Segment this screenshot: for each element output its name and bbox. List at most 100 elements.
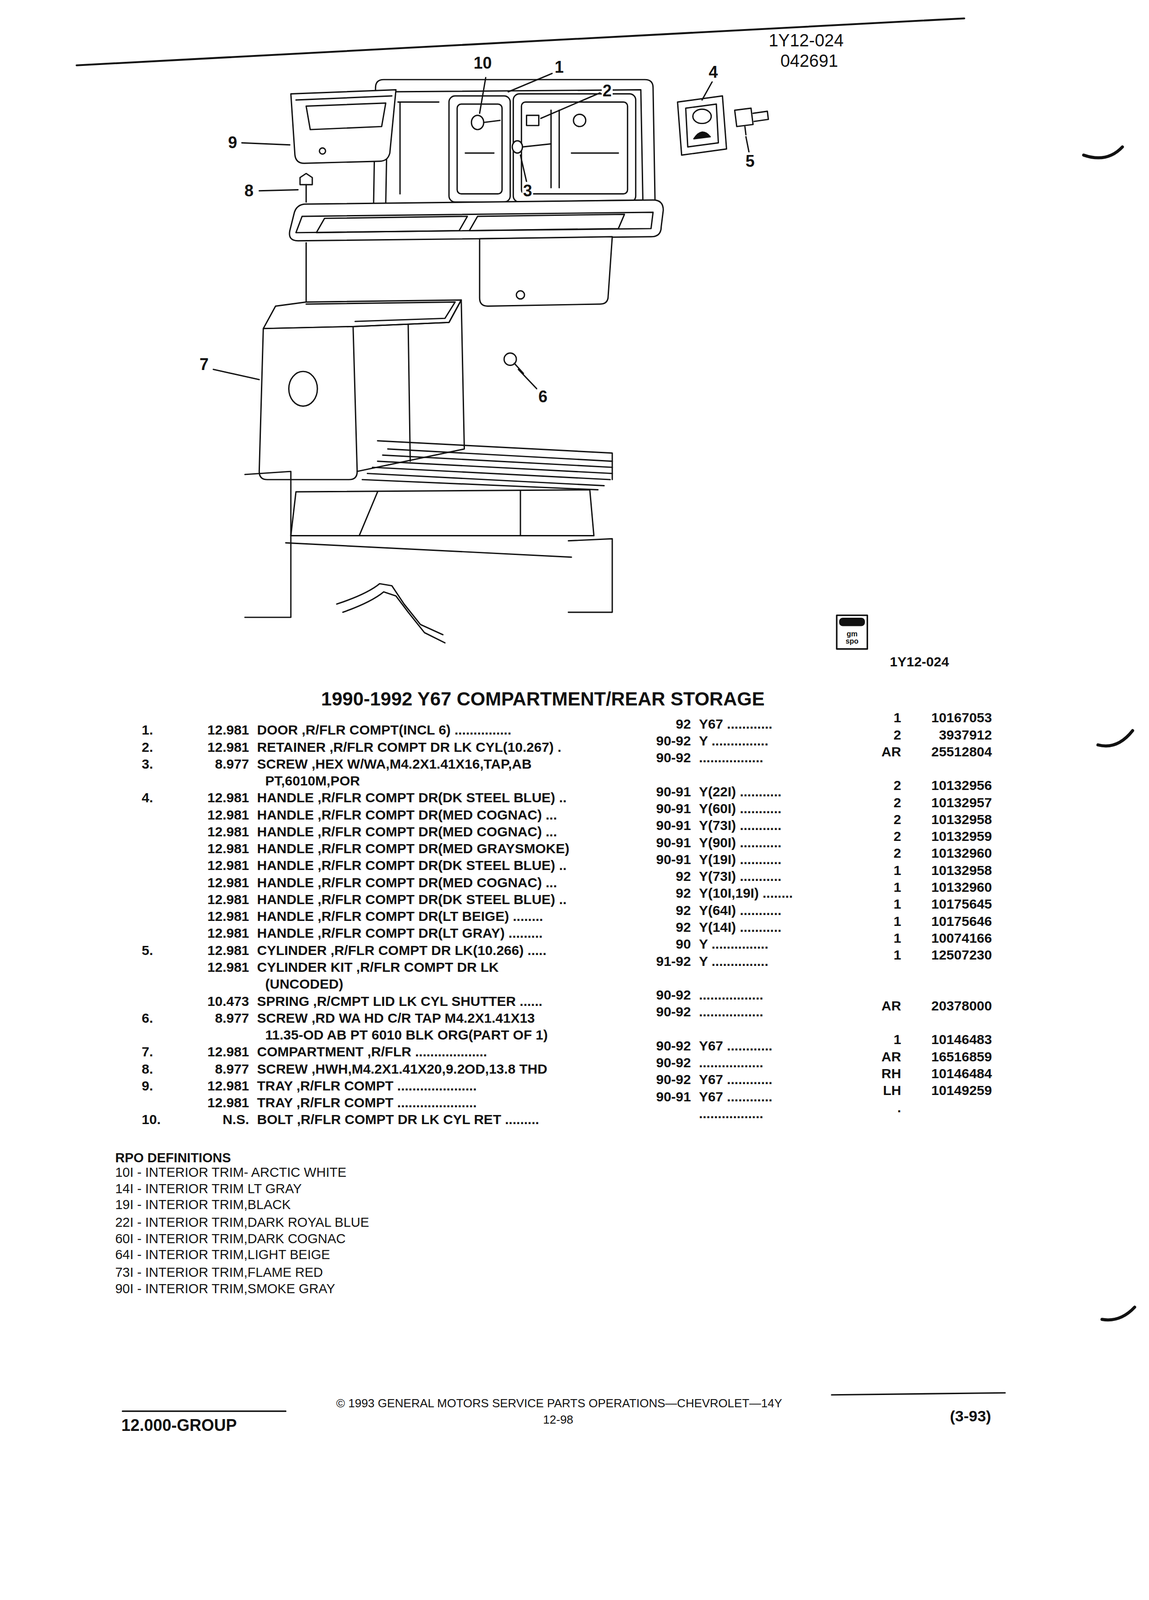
quantity: RH (880, 1065, 902, 1081)
model-years: 92 (674, 715, 692, 731)
model-years: 92 (674, 868, 692, 884)
part-description: SCREW ,HWH,M4.2X1.41X20,9.2OD,13.8 THD (256, 1060, 549, 1076)
quantity: AR (880, 743, 902, 759)
part-description: SPRING ,R/CMPT LID LK CYL SHUTTER ...... (256, 993, 544, 1009)
group-number: N.S. (221, 1111, 250, 1127)
part-number: 16516859 (930, 1048, 993, 1064)
page-title: 1990-1992 Y67 COMPARTMENT/REAR STORAGE (320, 688, 766, 710)
option-code: Y ............... (698, 936, 770, 952)
option-code: Y(19I) ........... (698, 851, 783, 867)
revision-date: (3-93) (949, 1408, 993, 1425)
option-code: ................. (698, 1105, 765, 1121)
section-heading: RPO DEFINITIONS (114, 1150, 232, 1166)
quantity: 1 (892, 896, 903, 912)
item-number: 1. (140, 722, 155, 738)
part-description: SCREW ,HEX W/WA,M4.2X1.41X16,TAP,AB (256, 755, 533, 771)
group-number: 8.977 (214, 1060, 250, 1076)
binder-marks (1083, 146, 1135, 1320)
group-number: 12.981 (206, 925, 250, 941)
item-number: 4. (140, 789, 155, 805)
quantity: 2 (892, 811, 903, 827)
rpo-definition: 64I - INTERIOR TRIM,LIGHT BEIGE (114, 1248, 331, 1263)
quantity: AR (880, 1048, 902, 1064)
group-number: 12.981 (206, 959, 250, 975)
part-number: 10132958 (930, 862, 993, 878)
leader-lines (213, 73, 750, 390)
group-number: 8.977 (214, 1009, 250, 1025)
part-description: PT,6010M,POR (264, 773, 361, 789)
model-years: 90-91 (654, 1088, 692, 1104)
part-number: 20378000 (930, 997, 993, 1013)
item-number: 3. (140, 755, 155, 771)
model-years: 90-92 (654, 733, 692, 749)
option-code: ................. (698, 987, 765, 1003)
quantity: 1 (892, 947, 903, 963)
part-number: 10132959 (930, 828, 993, 844)
group-number: 12.981 (206, 789, 250, 805)
model-years: 90-92 (654, 1054, 692, 1070)
callout-number: 2 (601, 81, 613, 100)
part-description: CYLINDER KIT ,R/FLR COMPT DR LK (256, 959, 500, 975)
page-code: 1Y12-024 (889, 653, 950, 669)
part-number: 25512804 (930, 743, 993, 759)
group-number: 12.981 (206, 739, 250, 755)
callout-number: 1 (553, 58, 565, 77)
quantity: 1 (892, 862, 903, 878)
model-years: 90 (674, 936, 692, 952)
option-code: Y(14I) ........... (698, 919, 783, 935)
callout-number: 9 (227, 134, 239, 153)
option-code: ................. (698, 749, 765, 765)
option-code: Y(64I) ........... (698, 902, 783, 918)
option-code: Y67 ............ (698, 1088, 774, 1104)
rpo-definition: 73I - INTERIOR TRIM,FLAME RED (114, 1265, 324, 1280)
part-description: RETAINER ,R/FLR COMPT DR LK CYL(10.267) … (256, 739, 563, 755)
callout-number: 6 (537, 388, 549, 407)
quantity: 1 (892, 709, 903, 725)
group-number: 12.981 (206, 857, 250, 873)
lock-cylinder (734, 108, 769, 135)
quantity: 2 (892, 845, 903, 861)
model-years: 90-92 (654, 749, 692, 765)
part-description: SCREW ,RD WA HD C/R TAP M4.2X1.41X13 (256, 1009, 536, 1025)
item-number: 5. (140, 942, 155, 958)
page-date: 042691 (779, 51, 840, 71)
page-number: 12-98 (542, 1413, 575, 1427)
part-number: 10175645 (930, 896, 993, 912)
quantity: 2 (892, 794, 903, 810)
part-number: 10146483 (930, 1031, 993, 1047)
part-description: BOLT ,R/FLR COMPT DR LK CYL RET ........… (256, 1111, 541, 1127)
group-number: 12.981 (206, 722, 250, 738)
callout-number: 3 (522, 181, 534, 200)
page-code: 1Y12-024 (767, 31, 845, 51)
option-code: Y ............... (698, 733, 770, 749)
part-number: 10175646 (930, 913, 993, 929)
group-number: 12.981 (206, 823, 250, 839)
quantity: 2 (892, 726, 903, 742)
quantity: 1 (892, 929, 903, 945)
rpo-definition: 60I - INTERIOR TRIM,DARK COGNAC (114, 1231, 347, 1247)
callout-number: 4 (707, 63, 719, 82)
callout-number: 8 (243, 181, 255, 200)
model-years: 90-92 (654, 1004, 692, 1020)
quantity: 2 (892, 828, 903, 844)
model-years: 92 (674, 919, 692, 935)
part-number: 10146484 (930, 1065, 993, 1081)
part-number: 10132960 (930, 845, 993, 861)
part-number: 3937912 (938, 726, 994, 742)
copyright: © 1993 GENERAL MOTORS SERVICE PARTS OPER… (335, 1396, 784, 1410)
model-years: 92 (674, 902, 692, 918)
lid-assembly (373, 79, 656, 210)
part-description: DOOR ,R/FLR COMPT(INCL 6) ..............… (256, 722, 513, 738)
part-number: 10132958 (930, 811, 993, 827)
part-description: 11.35-OD AB PT 6010 BLK ORG(PART OF 1) (264, 1027, 549, 1043)
option-code: Y(73I) ........... (698, 868, 783, 884)
callout-number: 10 (472, 54, 493, 73)
group-number: 8.977 (214, 755, 250, 771)
group-number: 12.981 (206, 840, 250, 856)
part-description: HANDLE ,R/FLR COMPT DR(DK STEEL BLUE) .. (256, 891, 568, 907)
quantity: AR (880, 997, 902, 1013)
part-number: 10132960 (930, 879, 993, 895)
group-number: 12.981 (206, 891, 250, 907)
part-description: HANDLE ,R/FLR COMPT DR(MED COGNAC) ... (256, 874, 559, 890)
